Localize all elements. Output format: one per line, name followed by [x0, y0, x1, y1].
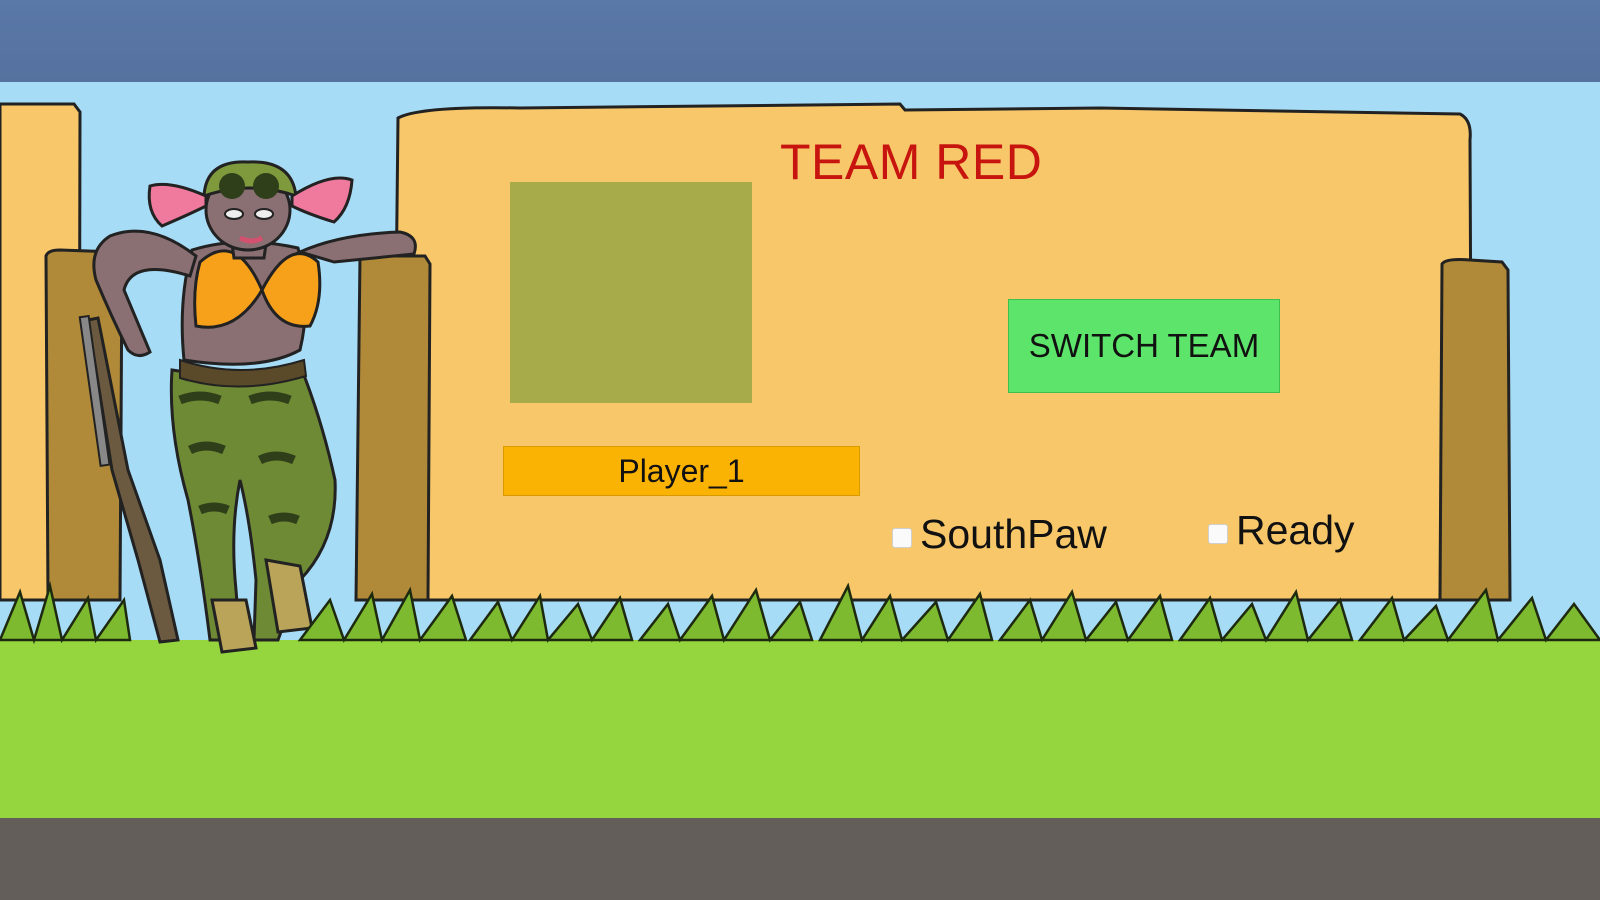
- southpaw-toggle[interactable]: SouthPaw: [892, 510, 1107, 558]
- fence-post-right: [1438, 258, 1512, 602]
- ready-checkbox[interactable]: [1208, 524, 1228, 544]
- soldier-girl-illustration: [78, 160, 417, 654]
- grass-tufts: [0, 581, 1600, 645]
- ground-strip: [0, 818, 1600, 900]
- ready-label: Ready: [1236, 507, 1355, 553]
- southpaw-checkbox[interactable]: [892, 528, 912, 548]
- switch-team-button[interactable]: SWITCH TEAM: [1008, 299, 1280, 393]
- ready-toggle[interactable]: Ready: [1208, 506, 1355, 554]
- player-name-field[interactable]: Player_1: [503, 446, 860, 496]
- team-title: TEAM RED: [780, 134, 1043, 190]
- player-avatar-frame[interactable]: [510, 182, 752, 403]
- southpaw-label: SouthPaw: [920, 511, 1107, 557]
- fence-post-middle: [354, 254, 432, 602]
- top-bar: [0, 0, 1600, 82]
- grass-field: [0, 640, 1600, 818]
